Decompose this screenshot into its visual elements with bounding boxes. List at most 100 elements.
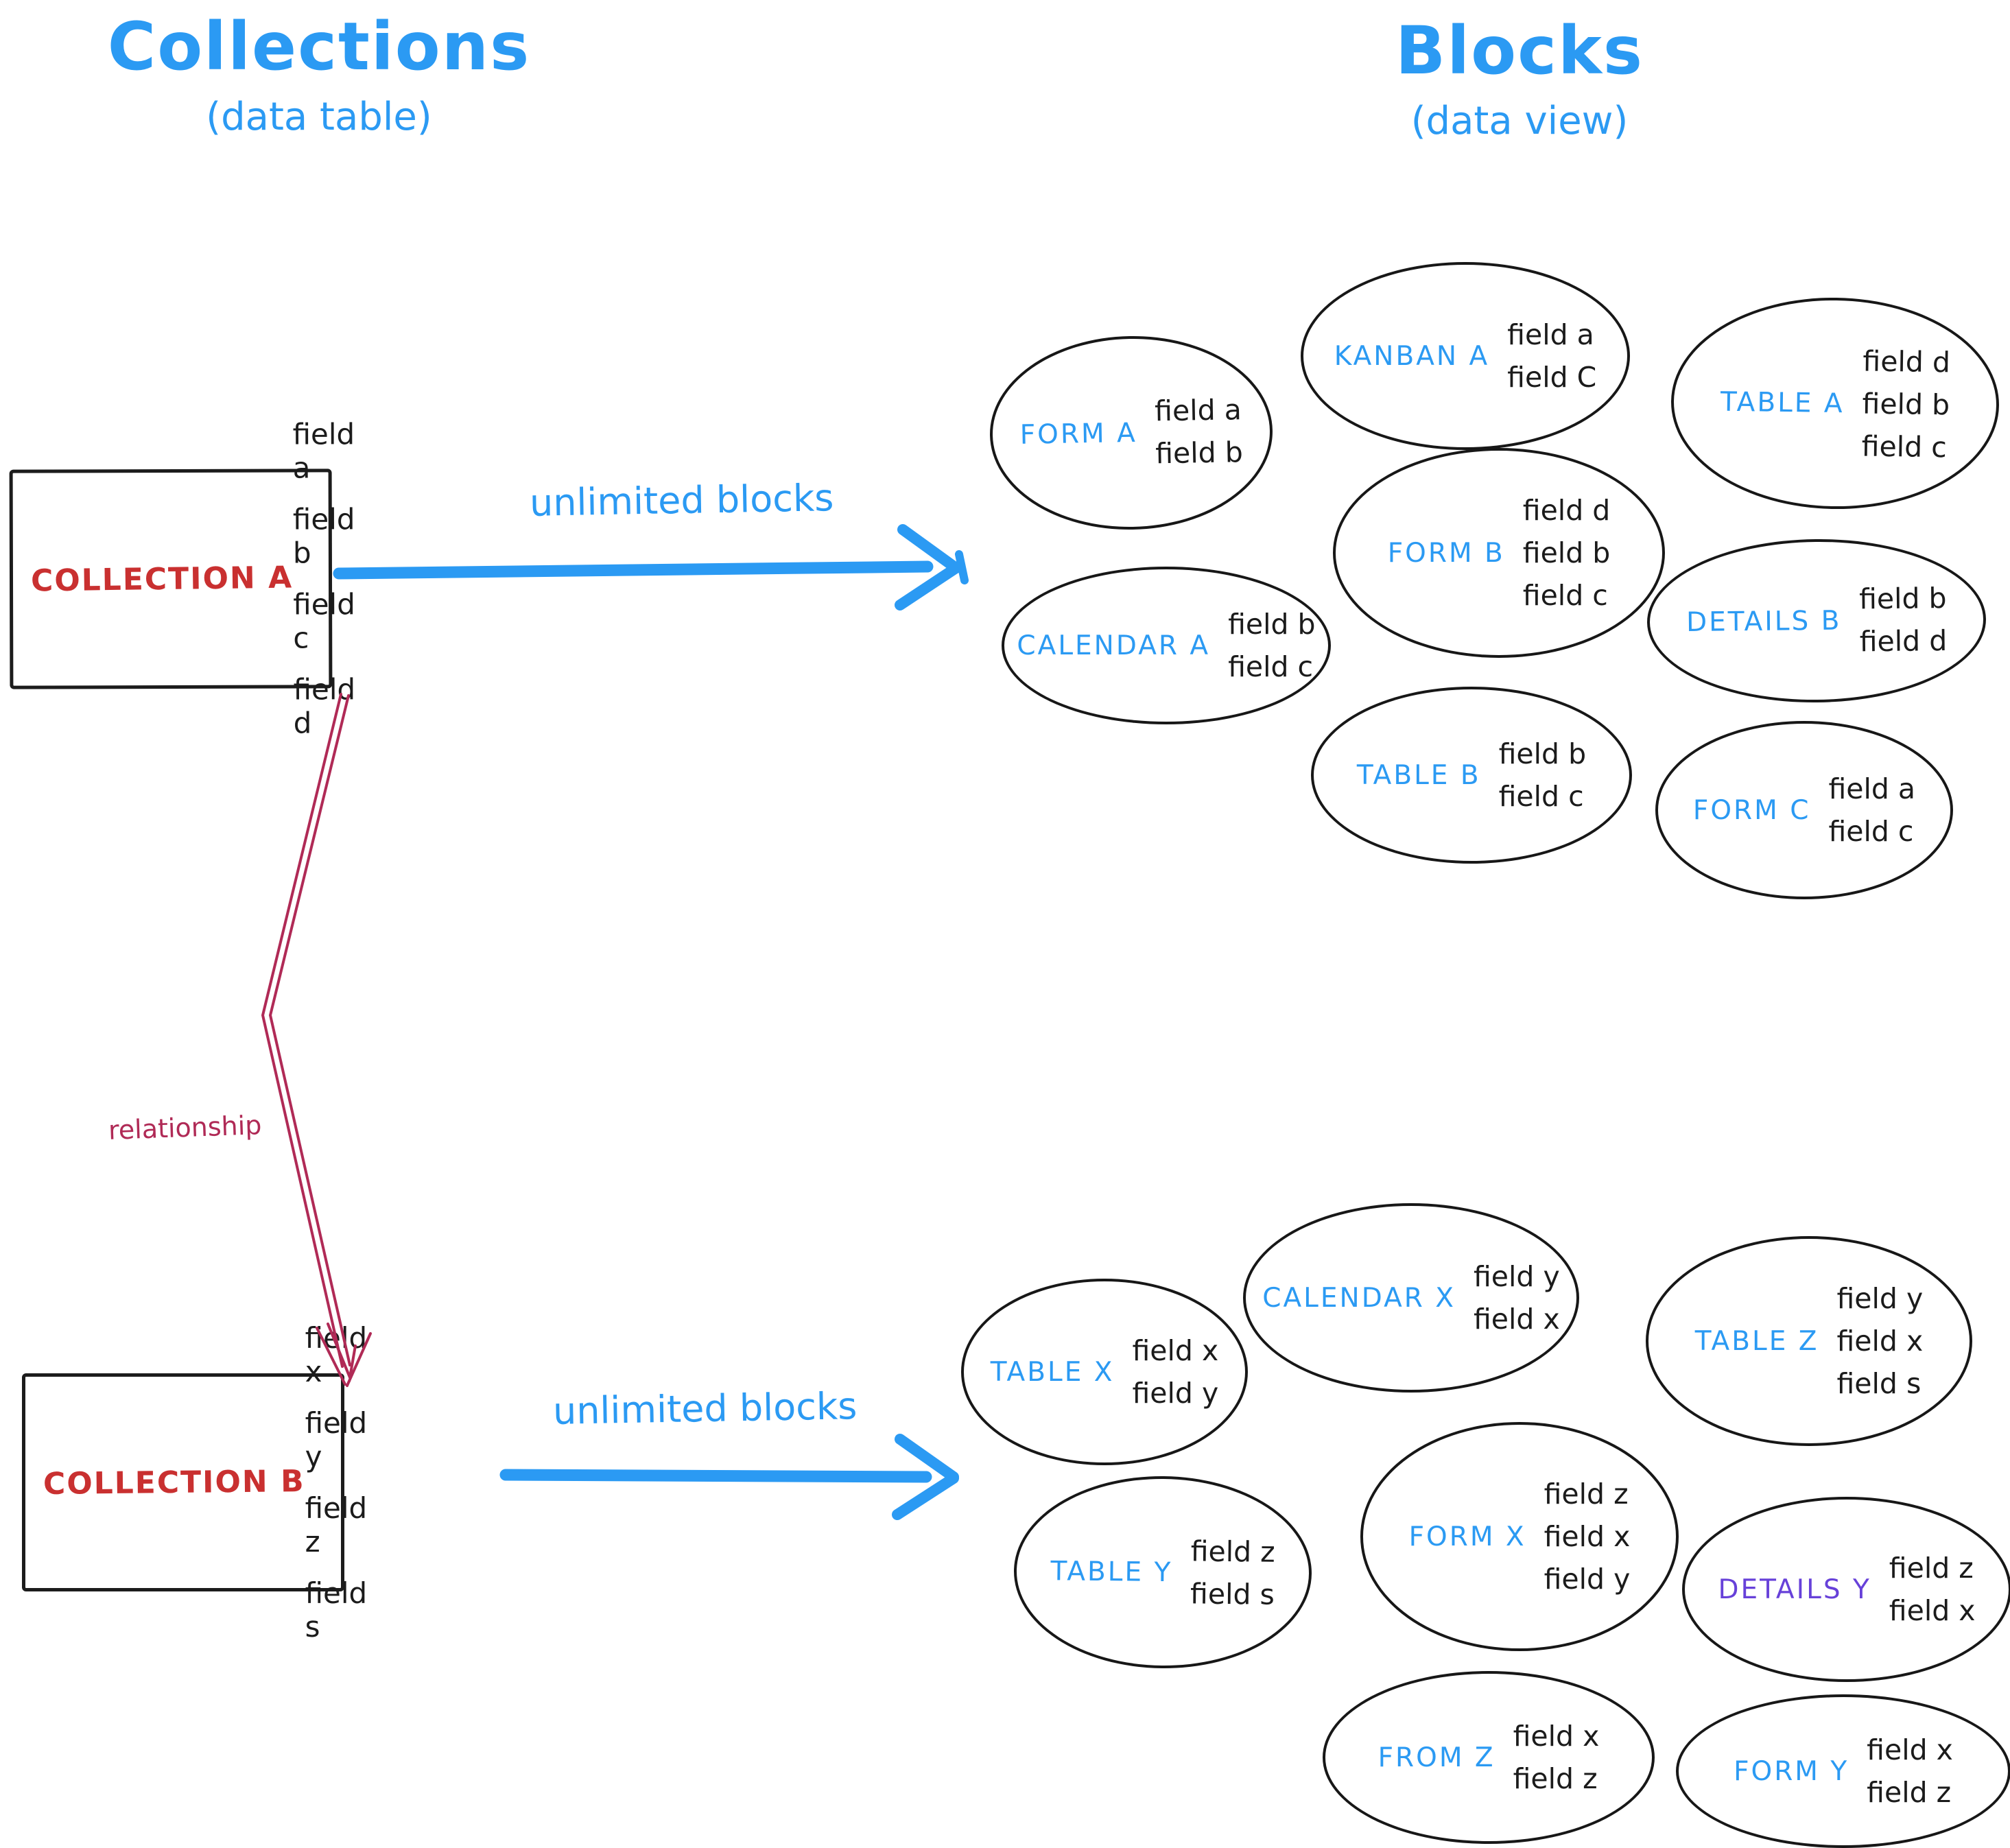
field: field s: [1836, 1367, 1922, 1400]
field: field y: [1473, 1260, 1560, 1293]
block-name: FROM Z: [1378, 1742, 1495, 1773]
field: field d: [1859, 624, 1948, 659]
field: field y: [1836, 1282, 1924, 1315]
block-name: CALENDAR X: [1262, 1282, 1456, 1314]
field: field x: [1836, 1325, 1924, 1358]
field: field b: [1228, 608, 1316, 641]
field: field x: [1473, 1303, 1560, 1336]
block-name: DETAILS B: [1686, 605, 1842, 638]
field: field c: [1498, 780, 1584, 813]
field: field d: [293, 672, 356, 740]
field: field x: [1867, 1733, 1953, 1766]
block-table-y: TABLE Y field z field s: [1013, 1474, 1313, 1670]
block-name: FORM C: [1692, 794, 1811, 826]
field: field d: [1863, 344, 1951, 379]
field: field z: [1889, 1552, 1974, 1585]
unlimited-blocks-arrow-top: [333, 524, 969, 611]
field: field b: [292, 502, 355, 570]
field: field a: [292, 417, 355, 485]
unlimited-blocks-label-top: unlimited blocks: [529, 476, 834, 525]
block-fields: field b field c: [1228, 608, 1316, 683]
block-table-b: TABLE B field b field c: [1311, 687, 1632, 864]
block-fields: field y field x field s: [1836, 1282, 1923, 1400]
block-form-x: FORM X field z field x field y: [1360, 1422, 1679, 1651]
field: field d: [1522, 494, 1611, 527]
field: field c: [1228, 650, 1314, 683]
field: field y: [1132, 1377, 1219, 1410]
block-name: FORM A: [1019, 417, 1138, 451]
block-table-a: TABLE A field d field b field c: [1669, 295, 2001, 512]
block-fields: field b field d: [1859, 582, 1948, 658]
field: field b: [1498, 737, 1587, 770]
block-fields: field x field z: [1867, 1733, 1953, 1809]
block-name: TABLE A: [1720, 386, 1845, 419]
block-fields: field z field x field y: [1544, 1478, 1631, 1596]
blocks-title: Blocks: [1395, 12, 1644, 89]
block-details-b: DETAILS B field b field d: [1646, 537, 1987, 704]
field: field z: [1513, 1762, 1598, 1795]
block-fields: field a field c: [1828, 772, 1915, 848]
field: field x: [1132, 1334, 1219, 1367]
field: field b: [1858, 582, 1947, 616]
collection-a-box: COLLECTION A field a field b field c fie…: [9, 417, 355, 740]
block-name: TABLE B: [1356, 759, 1481, 791]
block-table-z: TABLE Z field y field x field s: [1646, 1236, 1972, 1446]
relationship-label: relationship: [108, 1110, 263, 1146]
block-from-z: FROM Z field x field z: [1323, 1671, 1655, 1844]
block-fields: field d field b field c: [1861, 345, 1950, 464]
collections-title-group: Collections (data table): [65, 8, 573, 139]
field: field s: [305, 1576, 368, 1644]
collection-b-name: COLLECTION B: [43, 1463, 305, 1502]
unlimited-blocks-label-bottom: unlimited blocks: [552, 1384, 858, 1433]
field: field z: [1190, 1535, 1275, 1569]
field: field z: [1544, 1478, 1629, 1511]
field: field z: [1867, 1776, 1952, 1809]
field: field c: [1522, 579, 1608, 612]
block-form-b: FORM B field d field b field c: [1333, 448, 1665, 658]
field: field c: [293, 587, 355, 655]
block-name: TABLE Y: [1050, 1555, 1173, 1588]
block-calendar-a: CALENDAR A field b field c: [1002, 567, 1331, 724]
block-fields: field x field y: [1132, 1334, 1218, 1410]
collection-a-name: COLLECTION A: [30, 560, 294, 599]
field: field z: [305, 1491, 368, 1559]
block-name: FORM Y: [1734, 1755, 1849, 1787]
block-form-c: FORM C field a field c: [1655, 721, 1953, 899]
block-calendar-x: CALENDAR X field y field x: [1243, 1203, 1579, 1393]
unlimited-blocks-arrow-bottom: [499, 1434, 959, 1520]
collections-title: Collections: [107, 8, 531, 85]
block-name: TABLE X: [990, 1356, 1115, 1388]
field: field x: [1513, 1720, 1600, 1753]
field: field b: [1862, 387, 1950, 422]
block-fields: field z field s: [1190, 1535, 1275, 1611]
block-name: DETAILS Y: [1718, 1574, 1871, 1605]
field: field a: [1828, 772, 1916, 805]
block-fields: field x field z: [1513, 1720, 1600, 1795]
blocks-subtitle: (data view): [1410, 99, 1629, 143]
field: field s: [1190, 1577, 1275, 1611]
field: field x: [305, 1321, 368, 1388]
block-fields: field d field b field c: [1523, 494, 1611, 612]
field: field y: [1544, 1563, 1631, 1596]
block-details-y: DETAILS Y field z field x: [1682, 1497, 2010, 1682]
field: field a: [1154, 393, 1242, 428]
block-kanban-a: KANBAN A field a field C: [1301, 262, 1630, 450]
block-table-x: TABLE X field x field y: [961, 1279, 1248, 1465]
block-fields: field a field C: [1507, 318, 1596, 394]
block-name: FORM X: [1408, 1521, 1526, 1552]
collection-a-fields: field a field b field c field d: [292, 417, 355, 739]
field: field x: [1889, 1594, 1976, 1627]
field: field y: [305, 1406, 368, 1473]
field: field C: [1507, 361, 1597, 394]
block-form-y: FORM Y field x field z: [1676, 1694, 2010, 1848]
collection-b-box: COLLECTION B field x field y field z fie…: [22, 1321, 367, 1644]
field: field c: [1861, 429, 1948, 464]
block-name: CALENDAR A: [1017, 630, 1211, 661]
field: field a: [1507, 318, 1594, 351]
collection-b-fields: field x field y field z field s: [305, 1321, 368, 1644]
block-form-a: FORM A field a field b: [988, 333, 1275, 532]
collections-subtitle: (data table): [206, 95, 432, 139]
relationship-arrow: [261, 693, 372, 1387]
blocks-title-group: Blocks (data view): [1266, 12, 1773, 143]
